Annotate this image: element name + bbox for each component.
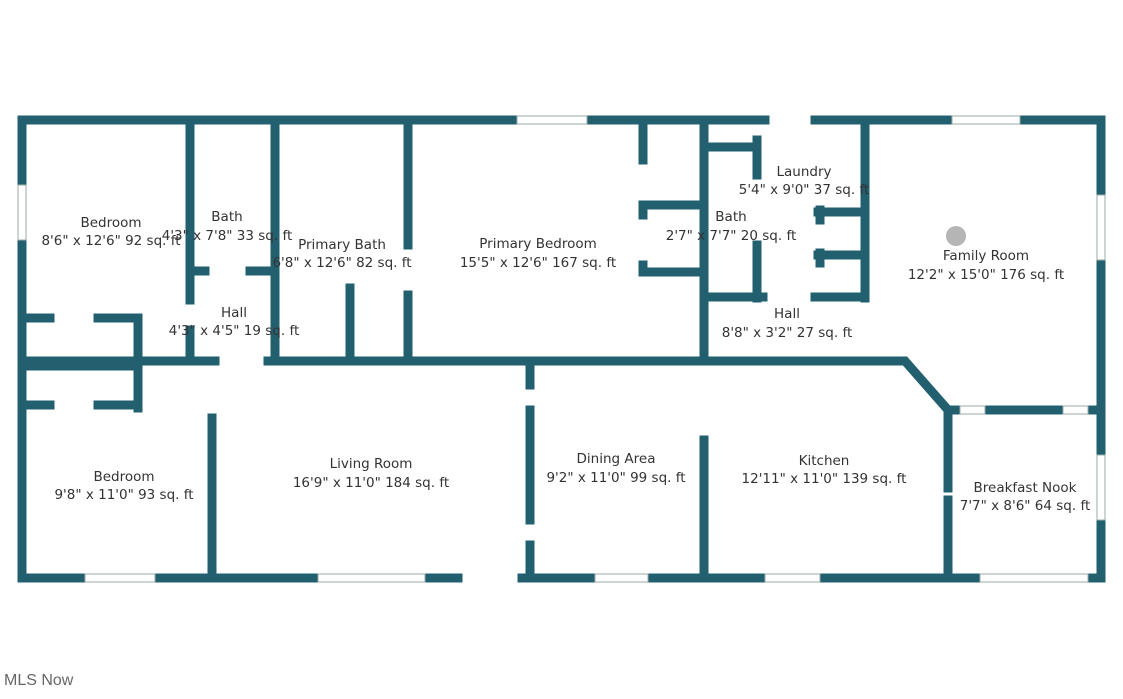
room-name: Bath (715, 209, 746, 225)
room-dims: 8'6" x 12'6" 92 sq. ft (41, 233, 180, 249)
room-name: Dining Area (577, 451, 656, 467)
room-dims: 4'3" x 7'8" 33 sq. ft (162, 228, 293, 244)
room-name: Primary Bedroom (479, 236, 597, 252)
room-name: Kitchen (799, 453, 850, 469)
room-labels: Bedroom 8'6" x 12'6" 92 sq. ft Bath 4'3"… (41, 164, 1090, 514)
room-name: Primary Bath (298, 237, 386, 253)
room-name: Hall (221, 305, 247, 321)
room-name: Family Room (943, 248, 1029, 264)
room-dims: 12'2" x 15'0" 176 sq. ft (908, 267, 1064, 283)
room-name: Bedroom (93, 469, 154, 485)
walls (17, 115, 1106, 583)
room-name: Breakfast Nook (974, 480, 1077, 496)
room-dims: 12'11" x 11'0" 139 sq. ft (742, 471, 907, 487)
room-dims: 6'8" x 12'6" 82 sq. ft (272, 255, 411, 271)
room-dims: 7'7" x 8'6" 64 sq. ft (960, 498, 1091, 514)
room-name: Hall (774, 306, 800, 322)
room-dims: 16'9" x 11'0" 184 sq. ft (293, 475, 449, 491)
room-dims: 5'4" x 9'0" 37 sq. ft (739, 182, 870, 198)
room-name: Bath (211, 209, 242, 225)
room-dims: 9'2" x 11'0" 99 sq. ft (546, 470, 685, 486)
windows (17, 115, 1106, 583)
room-name: Bedroom (80, 215, 141, 231)
room-dims: 9'8" x 11'0" 93 sq. ft (54, 487, 193, 503)
room-name: Laundry (776, 164, 831, 180)
room-name: Living Room (330, 456, 413, 472)
room-dims: 8'8" x 3'2" 27 sq. ft (722, 325, 853, 341)
room-dims: 4'3" x 4'5" 19 sq. ft (169, 323, 300, 339)
fixture-marker (946, 226, 966, 246)
brand-watermark: MLS Now (4, 672, 74, 689)
room-dims: 2'7" x 7'7" 20 sq. ft (666, 228, 797, 244)
room-dims: 15'5" x 12'6" 167 sq. ft (460, 255, 616, 271)
